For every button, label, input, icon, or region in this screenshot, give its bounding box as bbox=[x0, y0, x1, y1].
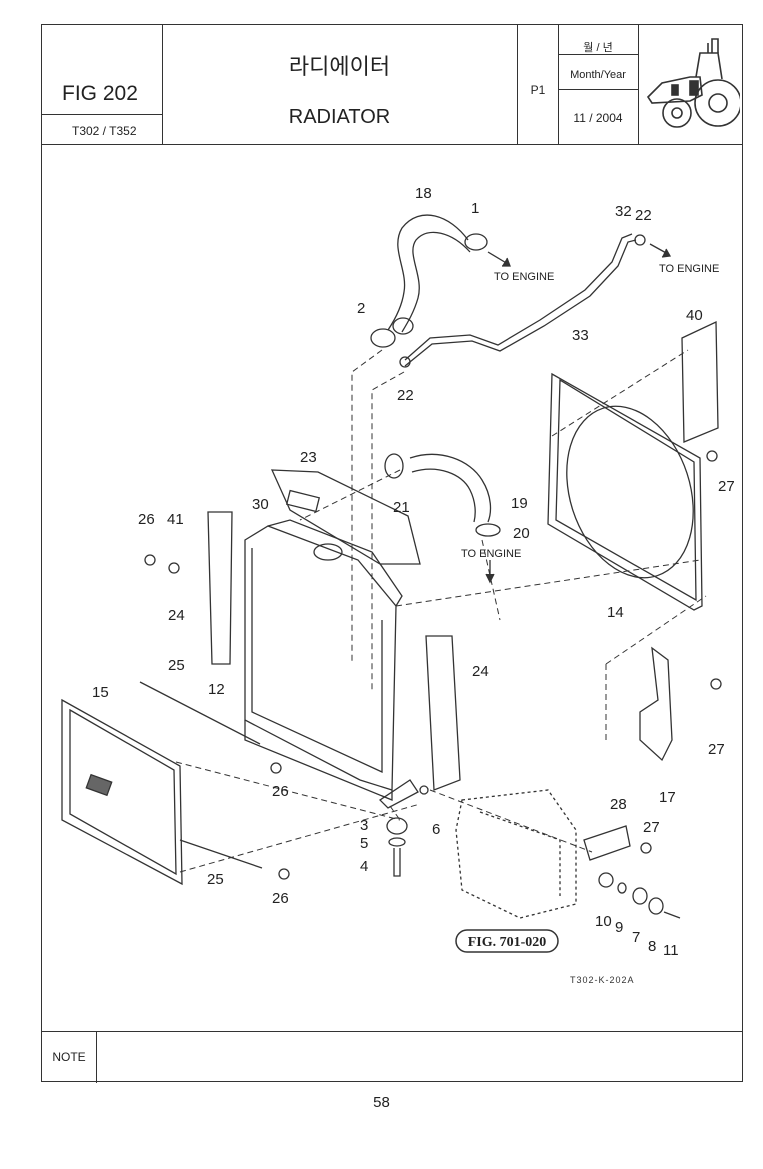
fan-shroud bbox=[547, 372, 703, 611]
radiator-core bbox=[244, 519, 419, 809]
seal-left-24 bbox=[207, 511, 233, 665]
support-rod-lower bbox=[179, 839, 263, 869]
part-label-14: 14 bbox=[607, 604, 624, 621]
model-code: T302 / T352 bbox=[72, 124, 137, 138]
part-label-22-top: 22 bbox=[635, 207, 652, 224]
part-label-20: 20 bbox=[513, 525, 530, 542]
part-label-27-top: 27 bbox=[718, 478, 735, 495]
part-label-33: 33 bbox=[572, 327, 589, 344]
part-label-24-left: 24 bbox=[168, 607, 185, 624]
page-code: P1 bbox=[530, 83, 546, 97]
part-label-41: 41 bbox=[167, 511, 184, 528]
radiator-screen bbox=[61, 698, 183, 886]
part-label-10: 10 bbox=[595, 913, 612, 930]
part-label-26-bottom: 26 bbox=[272, 890, 289, 907]
month-year-label: Month/Year bbox=[570, 69, 626, 81]
seal-right-24 bbox=[425, 635, 461, 791]
parts-sheet: FIG 202 T302 / T352 라디에이터 RADIATOR P1 월 … bbox=[41, 24, 743, 1083]
part-label-27-mid: 27 bbox=[708, 741, 725, 758]
part-label-25-bottom: 25 bbox=[207, 871, 224, 888]
mount-rubber-3 bbox=[386, 817, 408, 835]
to-engine-label-1: TO ENGINE bbox=[494, 271, 554, 283]
hose-end bbox=[392, 317, 414, 335]
lower-hose bbox=[409, 453, 492, 523]
month-year-value: 11 / 2004 bbox=[573, 111, 623, 125]
part-label-30: 30 bbox=[252, 496, 269, 513]
part-label-32: 32 bbox=[615, 203, 632, 220]
part-label-26-top: 26 bbox=[138, 511, 155, 528]
part-label-40: 40 bbox=[686, 307, 703, 324]
page-number: 58 bbox=[373, 1094, 390, 1111]
baffle-40 bbox=[681, 320, 719, 443]
part-label-28: 28 bbox=[610, 796, 627, 813]
part-label-19: 19 bbox=[511, 495, 528, 512]
part-label-22-mid: 22 bbox=[397, 387, 414, 404]
upper-hose bbox=[387, 214, 471, 333]
part-label-24-right: 24 bbox=[472, 663, 489, 680]
part-label-3: 3 bbox=[360, 817, 368, 834]
part-label-15: 15 bbox=[92, 684, 109, 701]
part-label-8: 8 bbox=[648, 938, 656, 955]
to-engine-label-3: TO ENGINE bbox=[461, 548, 521, 560]
part-label-11: 11 bbox=[663, 942, 679, 959]
fig-reference-callout: FIG. 701-020 bbox=[455, 929, 559, 953]
part-label-6: 6 bbox=[432, 821, 440, 838]
overflow-pipe bbox=[404, 233, 633, 361]
part-label-21: 21 bbox=[393, 499, 410, 516]
note-label: NOTE bbox=[42, 1032, 97, 1083]
part-label-4: 4 bbox=[360, 858, 368, 875]
hose-clamp-2 bbox=[370, 328, 396, 348]
month-year-label-korean: 월 / 년 bbox=[583, 42, 613, 54]
part-label-1: 1 bbox=[471, 200, 479, 217]
title-english: RADIATOR bbox=[288, 106, 391, 128]
side-panel-17 bbox=[639, 646, 673, 762]
bracket-28 bbox=[583, 825, 631, 861]
part-label-23: 23 bbox=[300, 449, 317, 466]
support-rod-upper bbox=[139, 681, 261, 745]
to-engine-label-2: TO ENGINE bbox=[659, 263, 719, 275]
fig-reference-text: FIG. 701-020 bbox=[468, 935, 547, 950]
part-label-17: 17 bbox=[659, 789, 676, 806]
title-korean: 라디에이터 bbox=[288, 54, 391, 79]
leader-lines bbox=[175, 349, 707, 873]
frame-reference bbox=[455, 789, 577, 919]
tractor-icon bbox=[646, 38, 740, 128]
seal-30 bbox=[285, 489, 321, 513]
bolts bbox=[144, 450, 722, 880]
part-label-25-top: 25 bbox=[168, 657, 185, 674]
part-label-2: 2 bbox=[357, 300, 365, 317]
seal-top-23 bbox=[270, 469, 421, 565]
note-row: NOTE bbox=[42, 1031, 742, 1083]
part-label-9: 9 bbox=[615, 919, 623, 936]
part-label-26-mid: 26 bbox=[272, 783, 289, 800]
part-label-27-bottom: 27 bbox=[643, 819, 660, 836]
part-label-18: 18 bbox=[415, 185, 432, 202]
part-label-7: 7 bbox=[632, 929, 640, 946]
hose-clamp-1 bbox=[464, 233, 488, 251]
drawing-code: T302-K-202A bbox=[570, 975, 635, 985]
part-label-5: 5 bbox=[360, 835, 368, 852]
title-block: FIG 202 T302 / T352 라디에이터 RADIATOR P1 월 … bbox=[42, 25, 742, 145]
part-label-12: 12 bbox=[208, 681, 225, 698]
figure-number: FIG 202 bbox=[62, 82, 138, 105]
